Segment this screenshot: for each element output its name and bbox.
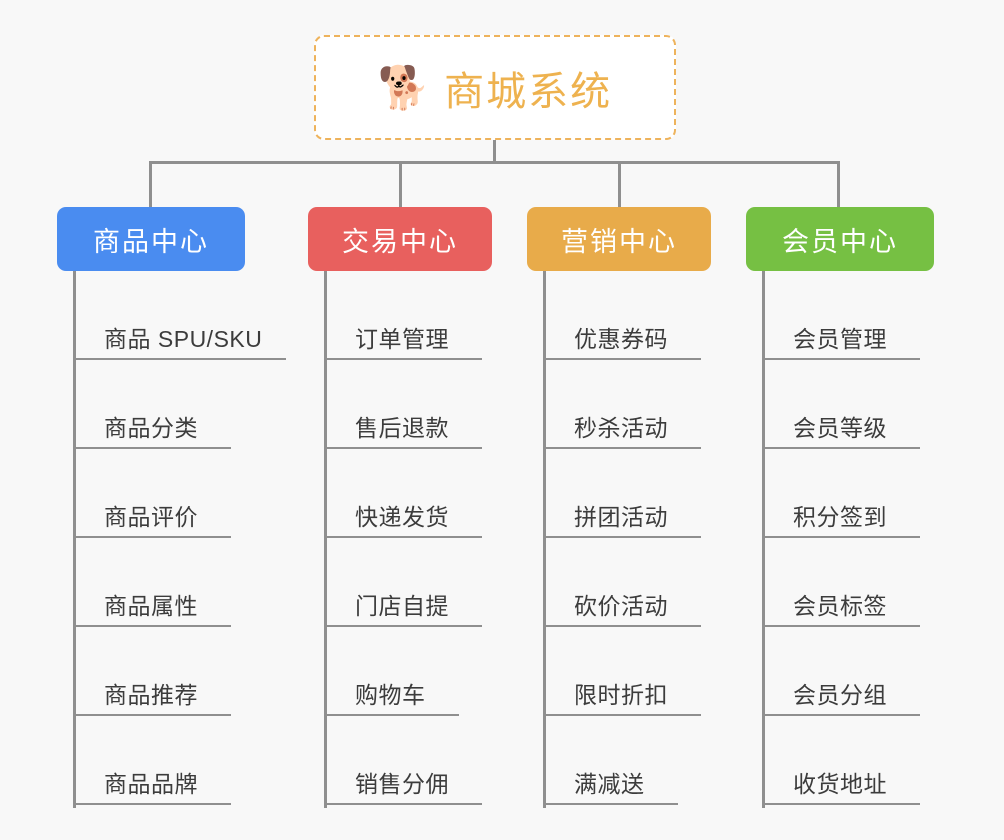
list-item-label: 售后退款	[355, 415, 449, 441]
branch-trade-center: 交易中心 订单管理 售后退款 快递发货 门店自提 购物车 销售分佣	[308, 207, 492, 808]
list-item-label: 商品 SPU/SKU	[104, 326, 263, 352]
list-item-label: 会员等级	[793, 415, 887, 441]
list-item[interactable]: 会员分组	[763, 627, 920, 716]
list-item[interactable]: 砍价活动	[544, 538, 701, 627]
list-item[interactable]: 购物车	[325, 627, 459, 716]
branch-marketing-center: 营销中心 优惠券码 秒杀活动 拼团活动 砍价活动 限时折扣 满减送	[527, 207, 711, 808]
leaf-list-product-center: 商品 SPU/SKU 商品分类 商品评价 商品属性 商品推荐 商品品牌	[74, 271, 286, 805]
list-item-label: 秒杀活动	[574, 415, 668, 441]
list-item-label: 商品评价	[104, 504, 198, 530]
list-item[interactable]: 会员标签	[763, 538, 920, 627]
list-item[interactable]: 会员等级	[763, 360, 920, 449]
list-item[interactable]: 售后退款	[325, 360, 482, 449]
root-stem-connector	[493, 140, 496, 164]
list-item-label: 销售分佣	[355, 771, 449, 797]
list-item-label: 商品推荐	[104, 682, 198, 708]
branch-drop-connector-3	[618, 161, 621, 208]
list-item-label: 拼团活动	[574, 504, 668, 530]
list-item[interactable]: 商品 SPU/SKU	[74, 271, 286, 360]
leaf-list-member-center: 会员管理 会员等级 积分签到 会员标签 会员分组 收货地址	[763, 271, 920, 805]
root-node-title: 商城系统	[444, 69, 613, 114]
branch-header-label: 营销中心	[561, 226, 677, 257]
list-item-label: 会员标签	[793, 593, 887, 619]
list-item[interactable]: 收货地址	[763, 716, 920, 805]
leaf-list-trade-center: 订单管理 售后退款 快递发货 门店自提 购物车 销售分佣	[325, 271, 482, 805]
list-item-label: 商品分类	[104, 415, 198, 441]
list-item[interactable]: 限时折扣	[544, 627, 701, 716]
list-item-label: 快递发货	[355, 504, 449, 530]
branch-header-member-center[interactable]: 会员中心	[746, 207, 934, 271]
list-item-label: 会员管理	[793, 326, 887, 352]
root-node-content: 🐕 商城系统	[378, 59, 612, 117]
branch-header-label: 交易中心	[342, 226, 458, 257]
list-item[interactable]: 商品品牌	[74, 716, 231, 805]
list-item-label: 收货地址	[793, 771, 887, 797]
list-item-label: 门店自提	[355, 593, 449, 619]
leaf-list-marketing-center: 优惠券码 秒杀活动 拼团活动 砍价活动 限时折扣 满减送	[544, 271, 701, 805]
branch-drop-connector-2	[399, 161, 402, 208]
list-item[interactable]: 商品推荐	[74, 627, 231, 716]
list-item-label: 砍价活动	[574, 593, 668, 619]
list-item-label: 会员分组	[793, 682, 887, 708]
list-item-label: 商品属性	[104, 593, 198, 619]
list-item[interactable]: 秒杀活动	[544, 360, 701, 449]
list-item[interactable]: 销售分佣	[325, 716, 482, 805]
branch-drop-connector-4	[837, 161, 840, 208]
branch-header-trade-center[interactable]: 交易中心	[308, 207, 492, 271]
list-item-label: 购物车	[355, 682, 426, 708]
list-item-label: 限时折扣	[574, 682, 668, 708]
list-item[interactable]: 快递发货	[325, 449, 482, 538]
branch-header-product-center[interactable]: 商品中心	[57, 207, 245, 271]
branch-header-label: 商品中心	[93, 226, 209, 257]
horizontal-bus-connector	[149, 161, 840, 164]
list-item[interactable]: 会员管理	[763, 271, 920, 360]
list-item-label: 优惠券码	[574, 326, 668, 352]
list-item[interactable]: 商品分类	[74, 360, 231, 449]
list-item-label: 满减送	[574, 771, 645, 797]
branch-header-label: 会员中心	[782, 226, 898, 257]
list-item[interactable]: 商品评价	[74, 449, 231, 538]
list-item[interactable]: 积分签到	[763, 449, 920, 538]
list-item[interactable]: 拼团活动	[544, 449, 701, 538]
branch-stem-marketing-center	[543, 271, 546, 808]
branch-product-center: 商品中心 商品 SPU/SKU 商品分类 商品评价 商品属性 商品推荐 商品品牌	[57, 207, 286, 808]
list-item[interactable]: 订单管理	[325, 271, 482, 360]
branch-stem-member-center	[762, 271, 765, 808]
list-item[interactable]: 优惠券码	[544, 271, 701, 360]
branch-stem-trade-center	[324, 271, 327, 808]
root-node-mall-system[interactable]: 🐕 商城系统	[314, 35, 676, 140]
branch-member-center: 会员中心 会员管理 会员等级 积分签到 会员标签 会员分组 收货地址	[746, 207, 934, 808]
shiba-dog-face-icon: 🐕	[377, 63, 431, 111]
list-item-label: 积分签到	[793, 504, 887, 530]
branch-stem-product-center	[73, 271, 76, 808]
branch-drop-connector-1	[149, 161, 152, 208]
list-item[interactable]: 满减送	[544, 716, 678, 805]
list-item-label: 商品品牌	[104, 771, 198, 797]
branch-header-marketing-center[interactable]: 营销中心	[527, 207, 711, 271]
list-item[interactable]: 商品属性	[74, 538, 231, 627]
list-item-label: 订单管理	[355, 326, 449, 352]
list-item[interactable]: 门店自提	[325, 538, 482, 627]
